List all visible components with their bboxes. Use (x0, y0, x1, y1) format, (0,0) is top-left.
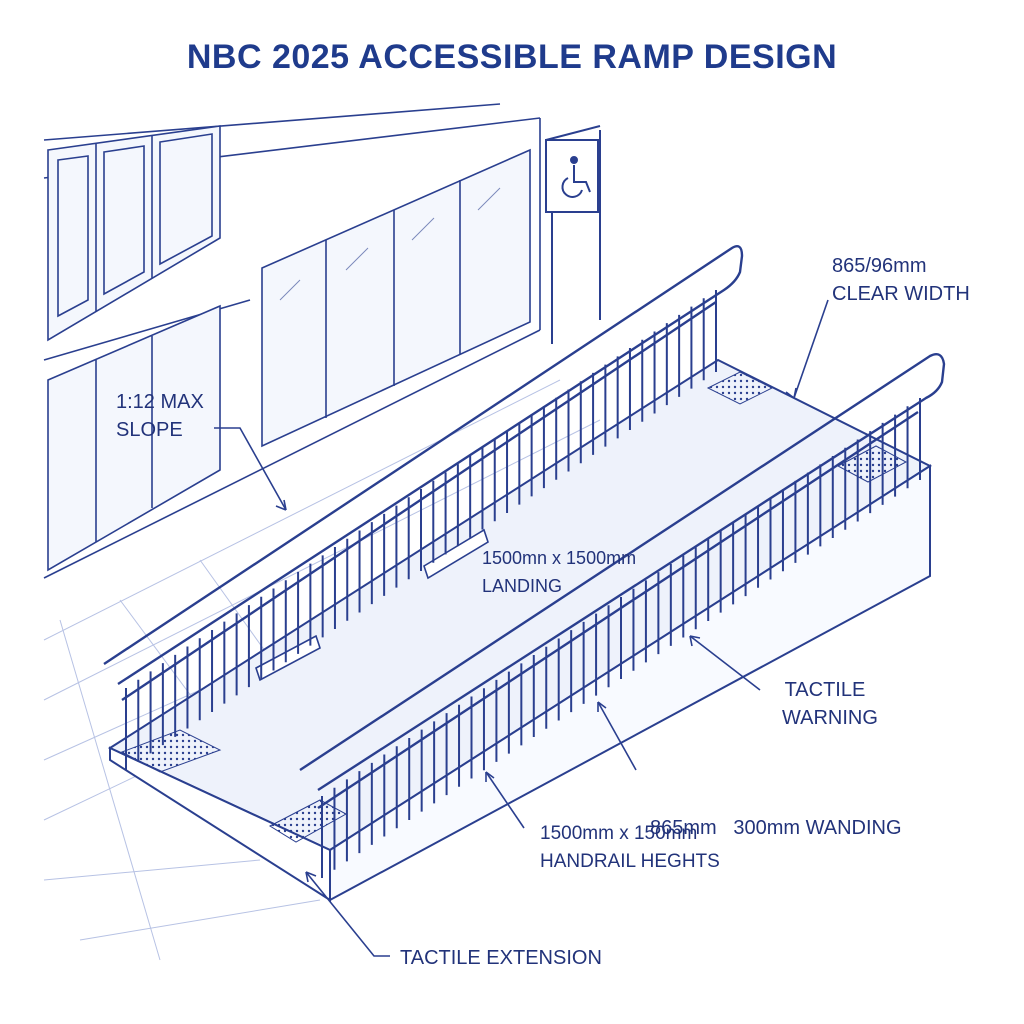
wheelchair-sign (545, 125, 601, 344)
leader-lines (214, 299, 829, 957)
back-balusters (125, 290, 717, 770)
tactile-warning-label: TACTILE WARNING (782, 679, 878, 729)
clear-width-label: 865/96mm CLEAR WIDTH (832, 255, 970, 305)
landing-label: 1500mn x 1500mm LANDING (482, 548, 637, 596)
tactile-pad-bottom (120, 729, 222, 773)
page-title: NBC 2025 ACCESSIBLE RAMP DESIGN (186, 38, 838, 76)
slope-label: 1:12 MAX SLOPE (116, 391, 204, 441)
upper-windows (47, 125, 221, 342)
ramp-deck (107, 358, 933, 902)
tactile-extension-label: TACTILE EXTENSION (400, 947, 602, 969)
front-balusters (321, 398, 921, 878)
lower-windows (47, 304, 221, 572)
front-handrail (299, 353, 946, 810)
wanding-label: 865mm 300mm WANDING (650, 817, 902, 839)
glass-doors (261, 148, 531, 448)
tactile-pad-top (706, 371, 774, 405)
wall-blocks (255, 528, 489, 682)
tactile-pads (120, 371, 908, 843)
wheelchair-icon (561, 156, 591, 198)
handrail-heights-label: 1500mm x 150mm HANDRAIL HEGHTS (540, 823, 720, 872)
